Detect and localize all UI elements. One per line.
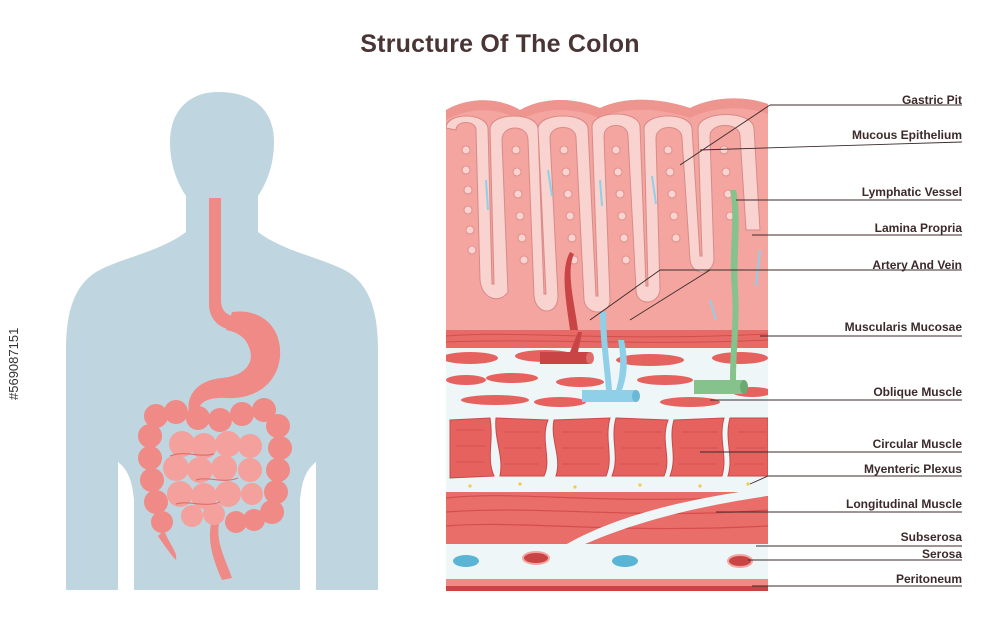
- esophagus: [209, 198, 232, 330]
- label-longitudinal-muscle: Longitudinal Muscle: [846, 497, 962, 511]
- label-serosa: Serosa: [921, 547, 962, 561]
- artery: [540, 252, 594, 364]
- colon-wall-section: [446, 98, 768, 591]
- label-subserosa: Subserosa: [900, 530, 962, 544]
- digestive-tract: [138, 198, 292, 580]
- mucous-epithelium: [446, 113, 761, 313]
- page-title: Structure Of The Colon: [360, 30, 640, 58]
- label-lamina-propria: Lamina Propria: [874, 221, 962, 235]
- label-circular-muscle: Circular Muscle: [872, 437, 962, 451]
- label-myenteric-plexus: Myenteric Plexus: [863, 462, 962, 476]
- label-gastric-pit: Gastric Pit: [901, 93, 962, 107]
- label-mucous-epithelium: Mucous Epithelium: [851, 128, 962, 142]
- large-intestine: [138, 398, 292, 580]
- stomach: [188, 311, 281, 416]
- label-lymphatic-vessel: Lymphatic Vessel: [861, 185, 962, 199]
- label-peritoneum: Peritoneum: [895, 572, 962, 586]
- label-artery-and-vein: Artery And Vein: [872, 258, 962, 272]
- small-intestine: [163, 431, 263, 527]
- label-muscularis-mucosae: Muscularis Mucosae: [844, 320, 962, 334]
- leader-lines: [589, 104, 963, 587]
- lymphatic-vessel: [694, 190, 748, 394]
- label-oblique-muscle: Oblique Muscle: [873, 385, 962, 399]
- vein: [582, 312, 640, 402]
- peritoneum-layer: [446, 579, 768, 586]
